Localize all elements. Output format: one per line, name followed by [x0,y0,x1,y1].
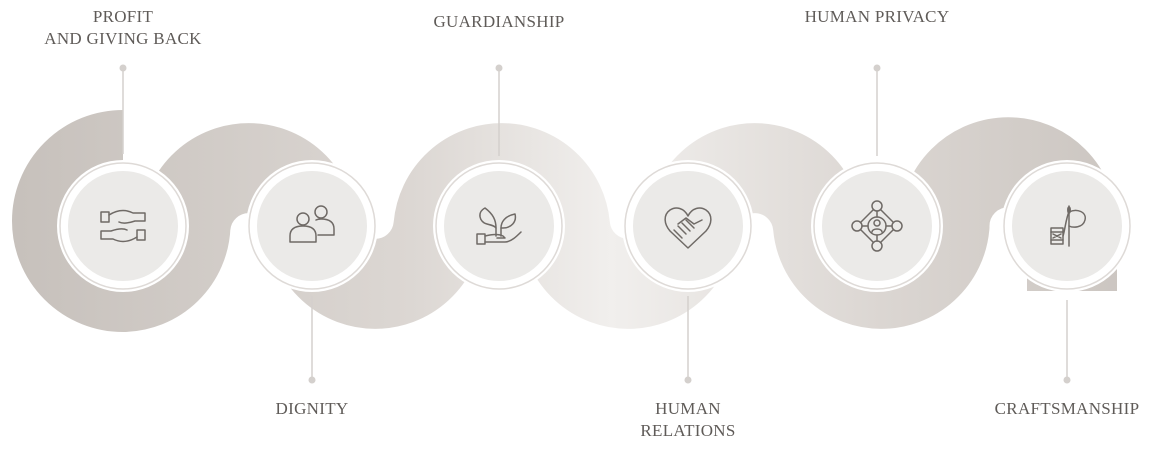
connector-dot [684,376,692,384]
value-label: GUARDIANSHIP [433,11,564,33]
value-label-line: DIGNITY [275,399,349,418]
node-ring-line [59,162,187,290]
node-ring-line [813,162,941,290]
value-label-line: HUMAN PRIVACY [804,7,950,26]
connector-dot [1063,376,1071,384]
node-circle [257,171,367,281]
value-label: HUMAN RELATIONS [640,398,735,442]
node-circle [68,171,178,281]
node-ring-line [624,162,752,290]
value-label-line: RELATIONS [640,421,736,440]
value-label-line: GUARDIANSHIP [433,12,565,31]
heart-handshake-icon [664,207,712,249]
value-label-line: HUMAN [655,399,721,418]
value-label-line: PROFIT [92,7,154,26]
value-node [1001,160,1133,292]
value-node [622,160,754,292]
two-people-icon [289,205,335,243]
node-ring-line [1003,162,1131,290]
value-label-line: AND GIVING BACK [44,29,202,48]
value-label: HUMAN PRIVACY [805,6,950,28]
plant-in-hand-icon [476,207,522,245]
value-node [433,160,565,292]
node-circle [633,171,743,281]
connector-dot [119,64,127,72]
value-node [811,160,943,292]
value-label: CRAFTSMANSHIP [995,398,1140,420]
node-ring-line [435,162,563,290]
node-circle [444,171,554,281]
network-person-icon [851,200,903,252]
value-node [246,160,378,292]
connector-dot [308,376,316,384]
value-label: DIGNITY [276,398,349,420]
value-label-line: CRAFTSMANSHIP [994,399,1140,418]
node-circle [1012,171,1122,281]
giving-hands-icon [100,209,146,243]
node-ring-line [248,162,376,290]
value-node [57,160,189,292]
value-label: PROFIT AND GIVING BACK [44,6,202,50]
connector-dot [873,64,881,72]
connector-dot [495,64,503,72]
needle-thread-icon [1050,205,1086,247]
